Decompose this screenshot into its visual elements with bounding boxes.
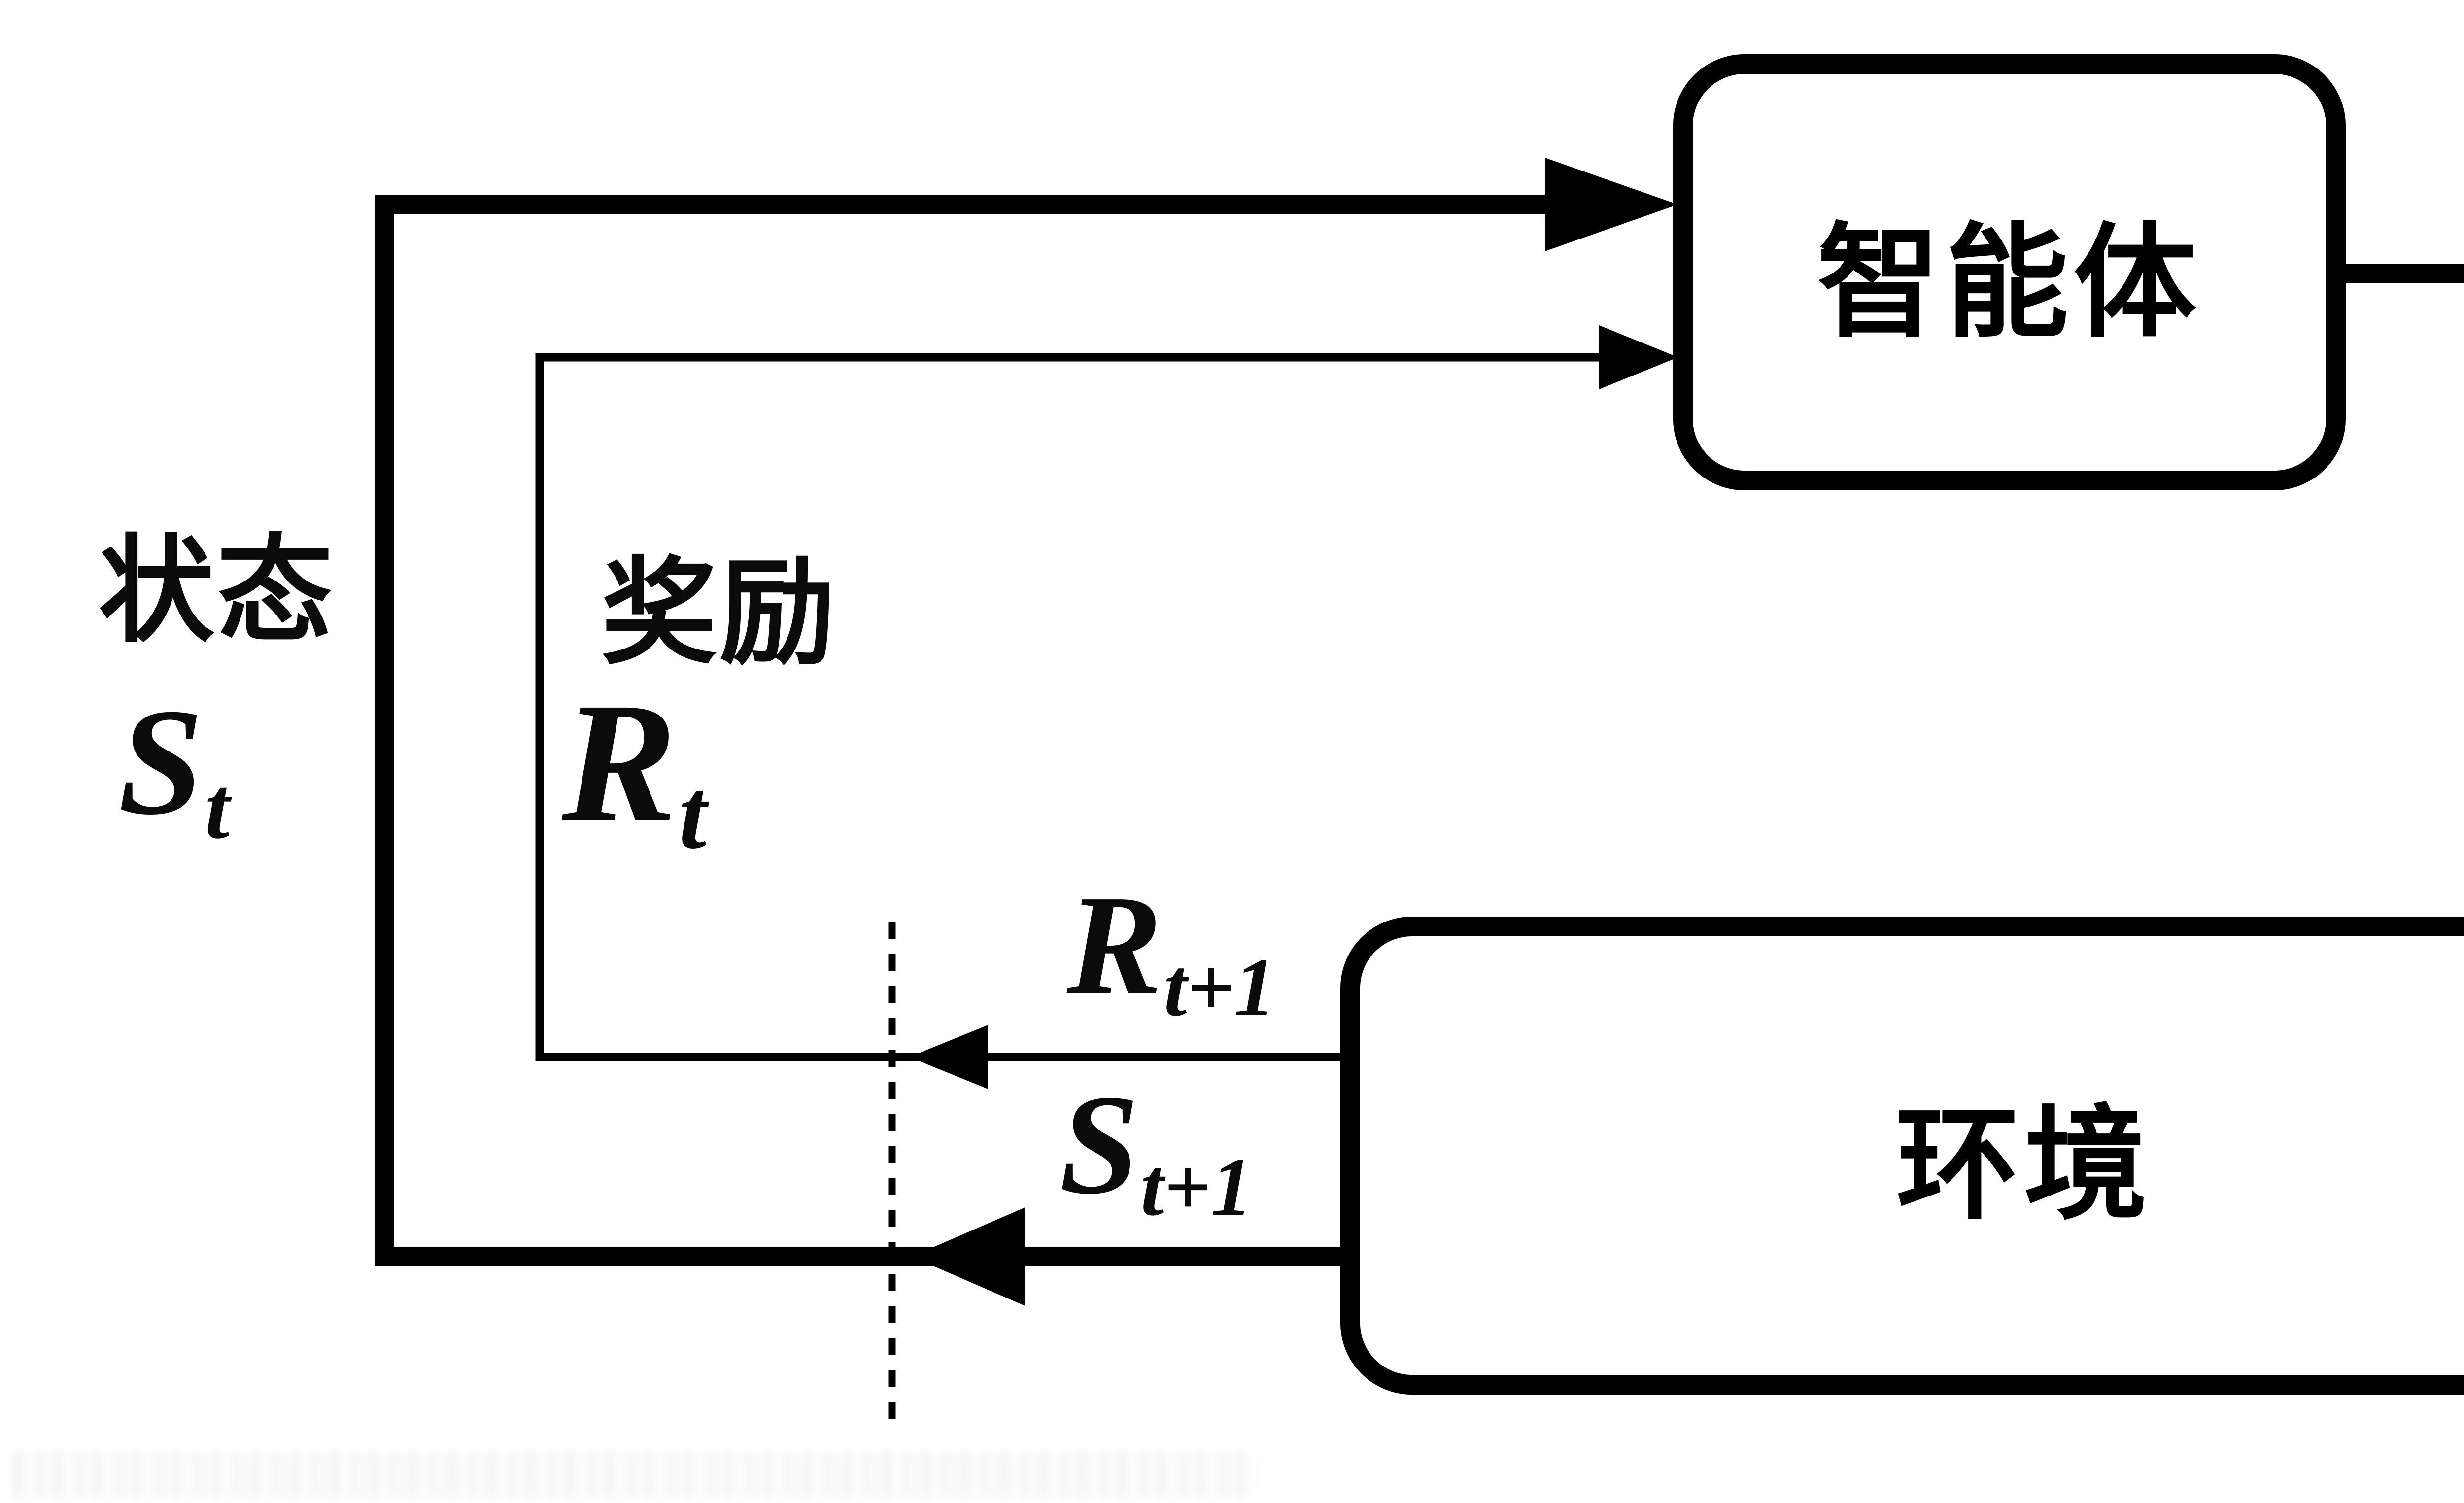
cropped-caption-ghost — [15, 1451, 1259, 1498]
state-label-cn: 状态 — [99, 530, 335, 658]
reward-into-agent-arrowhead — [1599, 325, 1678, 389]
reward-label-cn: 奖励 — [601, 552, 838, 680]
state-loop-line — [375, 195, 1562, 1266]
environment-box-label: 环境 — [1896, 1096, 2153, 1234]
agent-box-label: 智能体 — [1817, 213, 2202, 351]
environment-box — [1340, 917, 2464, 1395]
state-symbol: St — [118, 680, 230, 858]
next-state-arrowhead — [912, 1207, 1025, 1306]
next-reward-arrowhead — [909, 1025, 988, 1089]
state-into-agent-arrowhead — [1545, 158, 1678, 251]
agent-box — [1673, 54, 2346, 490]
reward-symbol: Rt — [562, 670, 707, 871]
next-state-symbol: St+1 — [1060, 1064, 1253, 1236]
next-reward-symbol: Rt+1 — [1067, 865, 1276, 1036]
